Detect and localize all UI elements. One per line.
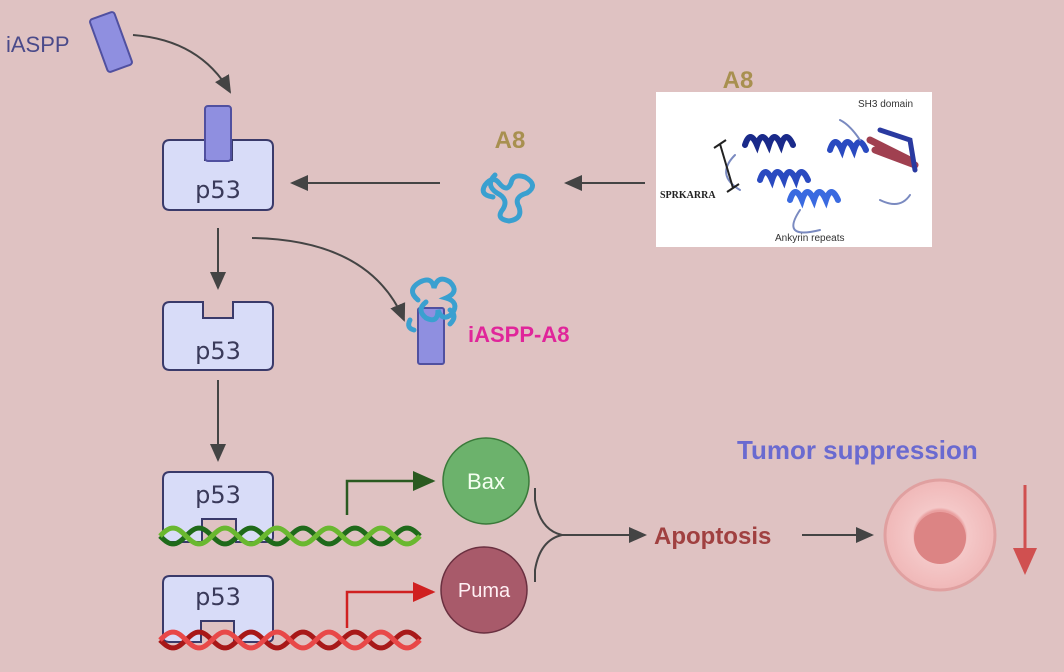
- puma-label: Puma: [458, 580, 511, 602]
- dna-green-helix: [158, 525, 422, 547]
- iaspp-protein-icon: [89, 11, 133, 73]
- a8-label: A8: [495, 127, 526, 154]
- tumor-cell-icon: [883, 478, 997, 592]
- apoptosis-label: Apoptosis: [654, 523, 771, 550]
- puma-node: Puma: [440, 546, 528, 634]
- binding-arrow: [132, 34, 232, 94]
- iaspp-a8-label: iASPP-A8: [468, 322, 569, 347]
- p53-dna-bound-puma: p53: [162, 575, 274, 643]
- iaspp-label: iASPP: [6, 32, 70, 57]
- dna-red-helix: [158, 629, 422, 651]
- p53-label: p53: [195, 176, 241, 204]
- p53-dna-bound-bax: p53: [162, 471, 274, 543]
- dna-strand: [158, 525, 422, 547]
- a8-peptide-icon: [480, 172, 535, 224]
- p53-free: p53: [162, 301, 274, 371]
- p53-label: p53: [195, 337, 241, 365]
- bax-node: Bax: [442, 437, 530, 525]
- arrow-iaspp-release: [251, 237, 406, 322]
- puma-transcription-arrow: [345, 582, 436, 628]
- structure-title: A8: [723, 67, 754, 94]
- sprkarra-label: SPRKARRA: [660, 190, 716, 201]
- dna-strand: [158, 629, 422, 651]
- bax-transcription-arrow: [345, 471, 436, 515]
- p53-label: p53: [195, 481, 241, 509]
- tumor-suppression-label: Tumor suppression: [737, 435, 978, 465]
- iaspp-a8-complex-icon: [406, 276, 458, 365]
- bax-label: Bax: [467, 469, 505, 494]
- p53-label: p53: [195, 583, 241, 611]
- ankyrin-repeats-label: Ankyrin repeats: [775, 233, 844, 244]
- a8-structure-image: SH3 domain SPRKARRA Ankyrin repeats: [656, 92, 932, 247]
- sh3-domain-label: SH3 domain: [858, 99, 913, 110]
- p53-iaspp-complex: p53: [162, 105, 274, 211]
